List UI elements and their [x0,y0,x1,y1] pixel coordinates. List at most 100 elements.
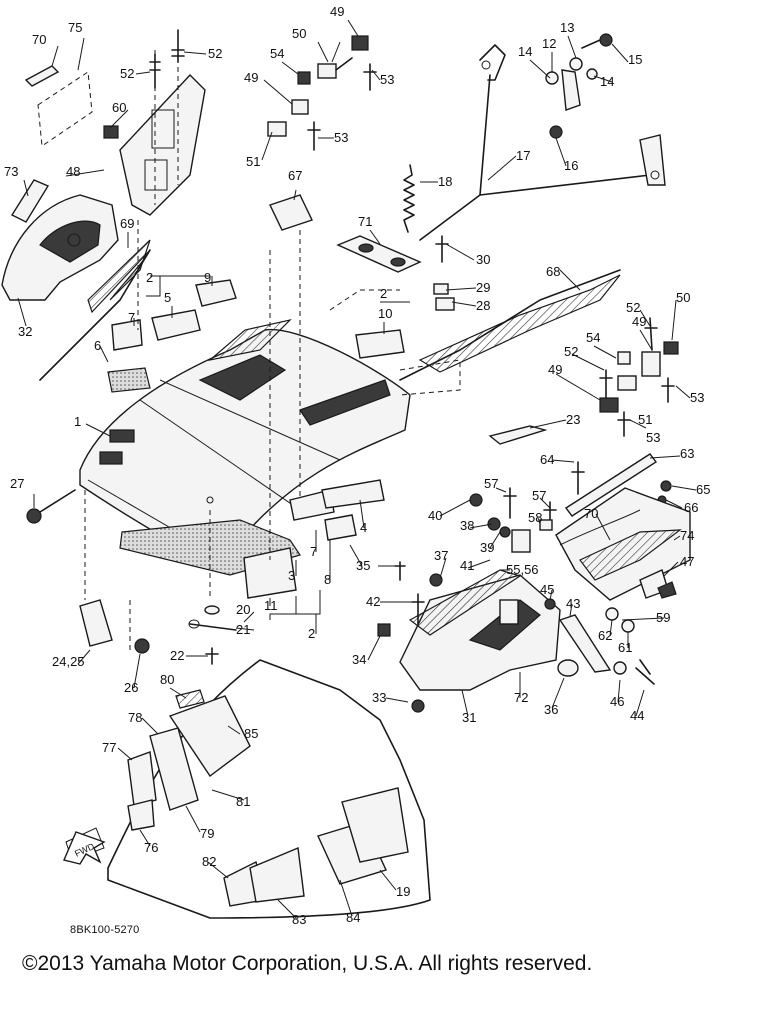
callout-label: 43 [566,596,580,611]
callout-label: 36 [544,702,558,717]
lower-cover-31 [399,569,561,691]
callout-label: 52 [564,344,578,359]
callout-label: 49 [548,362,562,377]
callout-label: 78 [128,710,142,725]
callout-label: 39 [480,540,494,555]
callout-label: 38 [460,518,474,533]
callout-label: 6 [94,338,101,353]
callout-label: 2 [380,286,387,301]
callout-label: 41 [460,558,474,573]
callout-label: 77 [102,740,116,755]
callout-label: 55,56 [506,562,539,577]
callout-label: 19 [396,884,410,899]
cable-assembly-17 [419,44,666,241]
callout-label: 20 [236,602,250,617]
callout-label: 53 [646,430,660,445]
callout-label: 66 [684,500,698,515]
callout-label: 47 [680,554,694,569]
callout-label: 50 [292,26,306,41]
stripe-decal-69 [39,239,151,381]
callout-label: 65 [696,482,710,497]
callout-label: 31 [462,710,476,725]
callout-label: 24,25 [52,654,85,669]
callout-label: 21 [236,622,250,637]
leader-lines [17,19,697,919]
callout-label: 51 [638,412,652,427]
callout-label: 34 [352,652,366,667]
callout-label: 37 [434,548,448,563]
callout-label: 49 [330,4,344,19]
callout-label: 2 [308,626,315,641]
spring-18 [403,164,415,233]
small-fasteners-38-58 [469,487,557,553]
callout-label: 72 [514,690,528,705]
callout-label: 54 [270,46,284,61]
callout-label: 32 [18,324,32,339]
callout-label: 26 [124,680,138,695]
callout-label: 63 [680,446,694,461]
callout-label: 28 [476,298,490,313]
callout-label: 40 [428,508,442,523]
callout-label: 75 [68,20,82,35]
callout-label: 70 [32,32,46,47]
callout-label: 46 [610,694,624,709]
fastener-group-right [599,317,679,437]
callout-label: 79 [200,826,214,841]
clip-set-28-30 [433,235,455,311]
dashed-leader-lines [84,220,400,650]
drawing-code: 8BK100-5270 [70,924,140,936]
callout-label: 1 [74,414,81,429]
hood-underside-19 [65,659,431,919]
callout-label: 18 [438,174,452,189]
callout-label: 50 [676,290,690,305]
callout-label: 33 [372,690,386,705]
callout-label: 49 [632,314,646,329]
callout-label: 83 [292,912,306,927]
callout-label: 7 [128,310,135,325]
fastener-group-49-54 [267,35,377,151]
callout-label: 11 [264,598,278,613]
callout-label: 23 [566,412,580,427]
callout-label: 61 [618,640,632,655]
callout-label: 7 [310,544,317,559]
exploded-parts-diagram: 70 75 52 52 49 50 54 49 53 53 51 60 13 1… [1,4,710,927]
callout-label: 58 [528,510,542,525]
callout-label: 69 [120,216,134,231]
callout-label: 52 [208,46,222,61]
callout-label: 74 [680,528,694,543]
callout-label: 2 [146,270,153,285]
side-cover-32 [1,194,119,301]
decal-75 [37,71,93,147]
callout-label: 81 [236,794,250,809]
trim-strip-23 [488,425,548,445]
callout-label: 64 [540,452,554,467]
callout-label: 48 [66,164,80,179]
callout-label: 8 [324,572,331,587]
clip-60 [103,125,119,139]
callout-label: 52 [120,66,134,81]
callout-label: 54 [586,330,600,345]
pad-67 [269,194,313,231]
callout-label: 49 [244,70,258,85]
bracket-43 [558,614,612,673]
callout-label: 57 [532,488,546,503]
callout-label: 22 [170,648,184,663]
callout-label: 17 [516,148,530,163]
callout-label: 68 [546,264,560,279]
copyright-notice: ©2013 Yamaha Motor Corporation, U.S.A. A… [22,952,593,975]
callout-label: 60 [112,100,126,115]
callout-label: 14 [518,44,532,59]
decal-70 [24,65,60,87]
callout-label: 5 [164,290,171,305]
callout-label: 57 [484,476,498,491]
callout-label: 71 [358,214,372,229]
bracket-48 [119,40,206,216]
callout-label: 53 [334,130,348,145]
callout-label: 53 [690,390,704,405]
callout-label: 53 [380,72,394,87]
callout-label: 45 [540,582,554,597]
rivet-52 [149,29,185,89]
fwd-arrow-icon: FWD [63,831,106,865]
callout-label: 85 [244,726,258,741]
